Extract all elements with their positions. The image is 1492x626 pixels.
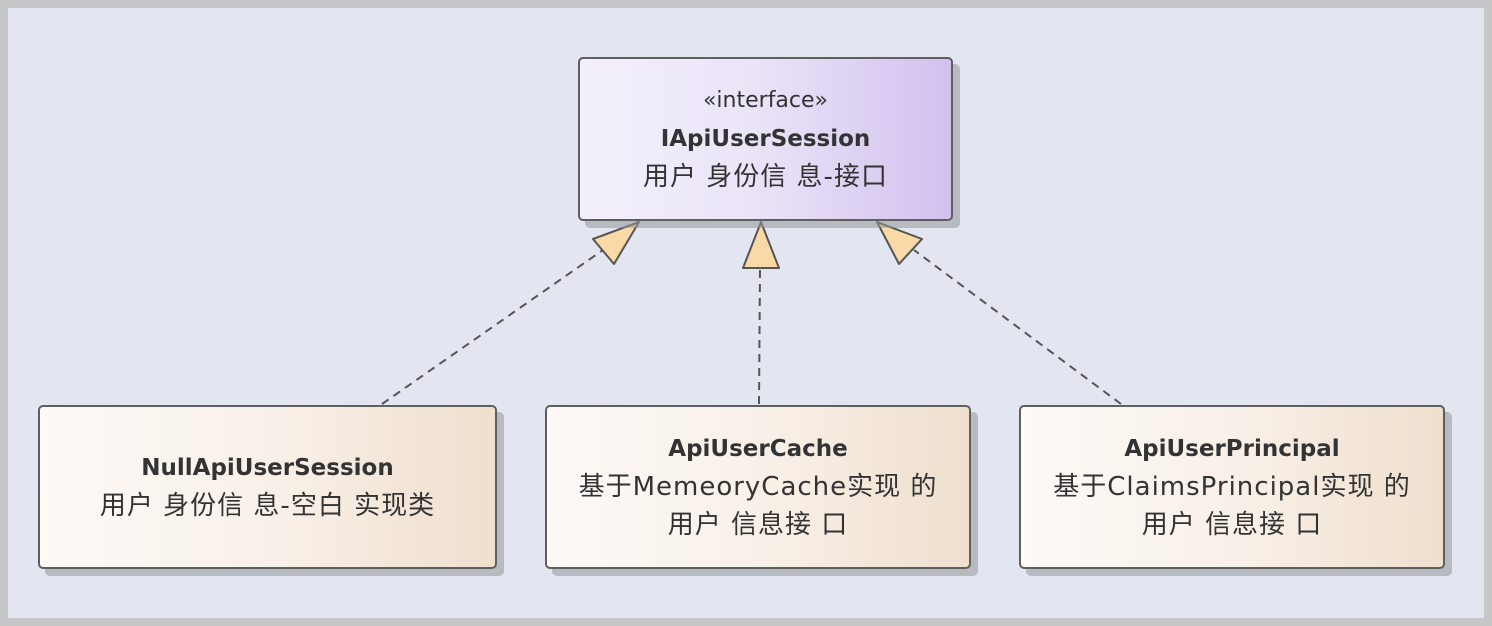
- class-description-line-2: 用户 信息接 口: [1141, 510, 1323, 540]
- connector-principal-to-interface: [913, 249, 1122, 405]
- interface-box-iapiusersession[interactable]: «interface» IApiUserSession 用户 身份信 息-接口: [578, 57, 953, 221]
- interface-name: IApiUserSession: [660, 126, 871, 152]
- connector-null-to-interface: [381, 249, 604, 405]
- interface-stereotype: «interface»: [702, 88, 829, 113]
- realization-arrowhead-center: [742, 221, 780, 269]
- realization-arrowhead-left: [592, 221, 640, 265]
- class-name: ApiUserCache: [668, 436, 848, 462]
- interface-description: 用户 身份信 息-接口: [643, 162, 888, 192]
- class-name: ApiUserPrincipal: [1124, 436, 1340, 462]
- class-name: NullApiUserSession: [141, 455, 394, 481]
- class-box-nullapiusersession[interactable]: NullApiUserSession 用户 身份信 息-空白 实现类: [38, 405, 497, 569]
- connector-cache-to-interface: [758, 267, 761, 405]
- class-box-apiusercache[interactable]: ApiUserCache 基于MemeoryCache实现 的 用户 信息接 口: [545, 405, 971, 569]
- realization-arrowhead-right: [876, 221, 923, 265]
- class-description: 用户 身份信 息-空白 实现类: [99, 491, 436, 521]
- class-box-apiuserprincipal[interactable]: ApiUserPrincipal 基于ClaimsPrincipal实现 的 用…: [1019, 405, 1445, 569]
- class-description-line-1: 基于MemeoryCache实现 的: [578, 472, 938, 502]
- class-description-line-2: 用户 信息接 口: [667, 510, 849, 540]
- class-description-line-1: 基于ClaimsPrincipal实现 的: [1053, 472, 1411, 502]
